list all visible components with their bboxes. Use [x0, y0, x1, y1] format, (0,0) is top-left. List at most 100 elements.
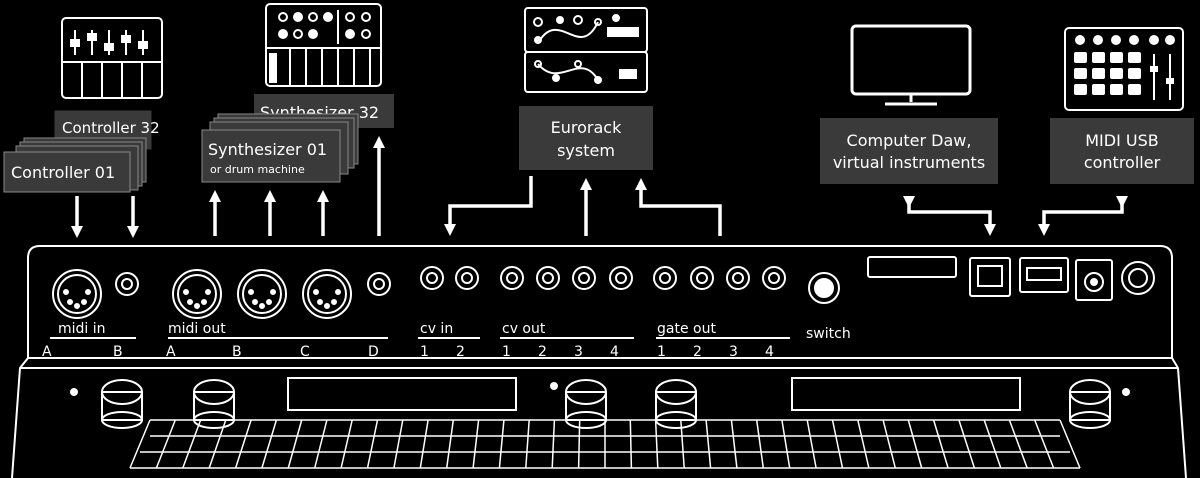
step-button-divider	[730, 419, 738, 469]
cv-out-number: 1	[502, 344, 511, 360]
step-button-divider	[629, 419, 633, 469]
midi-usb-box: MIDI USB controller	[1050, 118, 1194, 184]
midi-in-label: midi in	[58, 321, 106, 337]
step-button-divider	[831, 419, 844, 469]
minijack-gate-out-4	[762, 266, 786, 290]
display-left	[287, 377, 517, 411]
step-button-divider	[1034, 419, 1055, 469]
midi-out-a-jack	[172, 269, 222, 319]
step-button-columns	[129, 419, 1081, 469]
step-button-divider	[857, 419, 870, 469]
arrow-usb-controller	[1038, 196, 1128, 236]
display-right	[791, 377, 1021, 411]
step-button-divider	[261, 419, 278, 469]
step-button-divider	[958, 419, 976, 469]
usb-b-port	[969, 257, 1011, 297]
arrow-usb-computer	[903, 196, 996, 236]
minijack-gate-out-2	[690, 266, 714, 290]
sequencer-device	[11, 245, 1187, 478]
step-button-divider	[525, 419, 530, 469]
midi-in-a-jack	[52, 269, 102, 319]
usb-a-port	[1019, 257, 1069, 293]
minijack-cv-out-4	[609, 266, 633, 290]
step-button-divider	[287, 419, 303, 469]
step-button-divider	[498, 419, 505, 469]
device-panel-outline	[11, 245, 1187, 478]
step-button-divider	[419, 419, 429, 469]
step-button-divider	[366, 419, 379, 469]
gate-out-number: 2	[693, 344, 702, 360]
synthesizer-icon	[265, 3, 382, 87]
step-button-divider	[806, 419, 817, 469]
port-letter: C	[300, 344, 310, 360]
minijack-midi-out-d	[367, 272, 391, 296]
power-jack	[1075, 259, 1113, 301]
port-labels: midi in midi out cv in cv out gate out s…	[42, 321, 851, 360]
step-button-divider	[472, 419, 480, 469]
synthesizer-01-sublabel: or drum machine	[210, 163, 305, 176]
step-button-divider	[340, 419, 353, 469]
minijack-cv-in-1	[420, 266, 444, 290]
controller-32-label: Controller 32	[62, 119, 160, 137]
step-button-divider	[680, 419, 685, 469]
minijack-cv-out-3	[572, 266, 596, 290]
cv-in-label: cv in	[420, 321, 453, 337]
port-letter: A	[166, 344, 176, 360]
minijack-cv-out-1	[500, 266, 524, 290]
step-button-divider	[1008, 419, 1028, 469]
computer-daw-box: Computer Daw, virtual instruments	[820, 118, 998, 184]
midi-usb-label-line1: MIDI USB	[1085, 131, 1159, 150]
encoder-knob	[101, 379, 1111, 429]
sd-card-slot	[867, 256, 957, 278]
step-button-divider	[654, 419, 659, 469]
step-button-divider	[208, 419, 227, 469]
port-letter: B	[113, 344, 123, 360]
eurorack-box: Eurorack system	[519, 106, 653, 170]
midi-out-b-jack	[237, 269, 287, 319]
step-button-divider	[882, 419, 897, 469]
midi-out-label: midi out	[168, 321, 226, 337]
step-button-divider	[705, 419, 712, 469]
step-button-divider	[755, 419, 765, 469]
step-button-divider	[983, 419, 1002, 469]
step-button-divider	[155, 419, 176, 469]
cv-in-number: 1	[420, 344, 429, 360]
computer-label-line1: Computer Daw,	[847, 131, 972, 150]
step-button-divider	[313, 419, 328, 469]
step-button-divider	[932, 419, 949, 469]
computer-label-line2: virtual instruments	[833, 153, 985, 172]
gate-out-label: gate out	[657, 321, 716, 337]
minijack-cv-out-2	[536, 266, 560, 290]
minijack-gate-out-3	[726, 266, 750, 290]
switch-jack	[808, 272, 840, 304]
eurorack-icon	[524, 7, 648, 93]
step-button-divider	[393, 419, 404, 469]
monitor-icon	[850, 24, 972, 106]
gate-out-number: 3	[729, 344, 738, 360]
step-button-divider	[445, 419, 455, 469]
minijack-midi-in-b	[115, 272, 139, 296]
cv-out-number: 3	[574, 344, 583, 360]
gate-out-number: 1	[657, 344, 666, 360]
cv-out-number: 4	[610, 344, 619, 360]
minijack-gate-out-1	[653, 266, 677, 290]
cv-in-number: 2	[456, 344, 465, 360]
connection-arrows	[71, 136, 1128, 238]
cv-out-number: 2	[538, 344, 547, 360]
pad-controller-icon	[1064, 27, 1184, 111]
switch-label: switch	[806, 326, 851, 342]
midi-usb-label-line2: controller	[1084, 153, 1161, 172]
keyboard-controller-icon	[61, 17, 163, 99]
gate-out-number: 4	[765, 344, 774, 360]
port-letter: B	[232, 344, 242, 360]
arrow-cv-in	[444, 176, 533, 236]
step-button-divider	[781, 419, 791, 469]
minijack-cv-in-2	[455, 266, 479, 290]
eurorack-label-line1: Eurorack	[551, 118, 622, 137]
eurorack-label-line2: system	[557, 141, 615, 160]
port-letter: A	[42, 344, 52, 360]
controller-box-stack: Controller 32 Controller 01	[3, 109, 160, 193]
step-button-divider	[182, 419, 202, 469]
step-button-divider	[577, 419, 581, 469]
